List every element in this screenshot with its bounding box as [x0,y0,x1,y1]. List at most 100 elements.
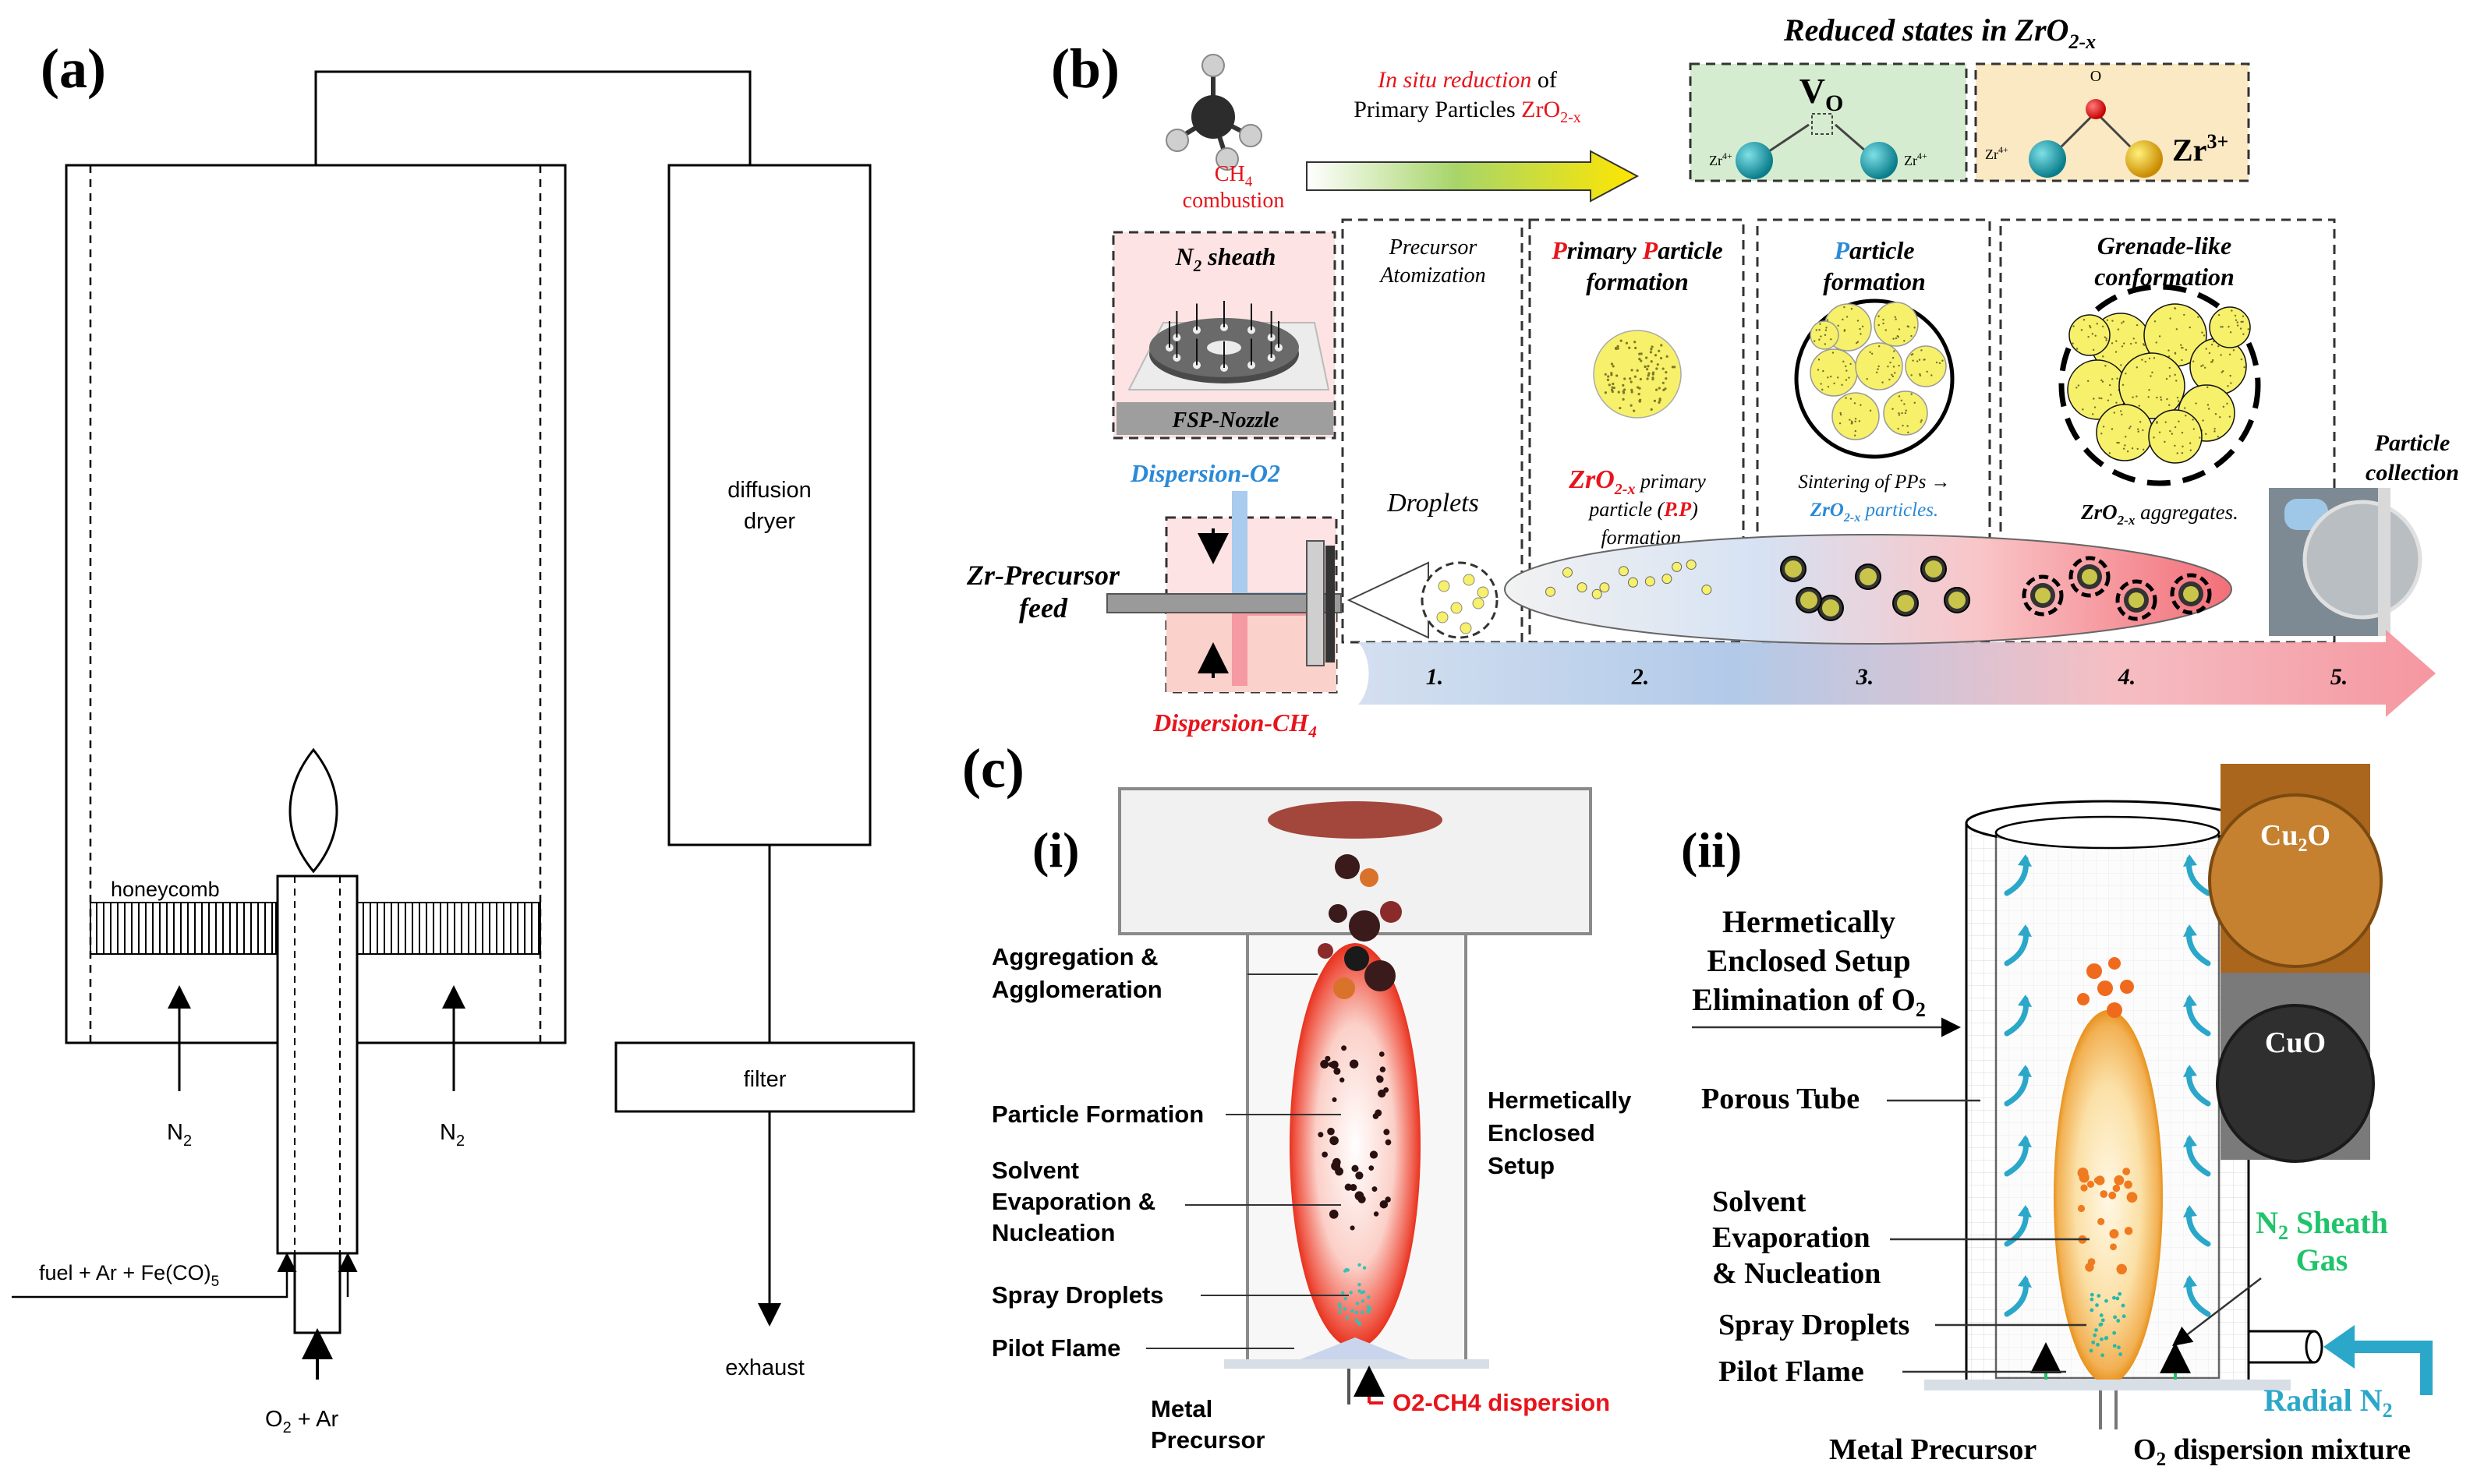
sub-particle-dot [2211,361,2213,363]
honeycomb-grid [90,902,541,955]
sub-particle-dot [1849,362,1852,366]
pp-dot [1658,349,1661,352]
zr-precursor-label: Zr-Precursor [966,560,1120,591]
sub-particle-dot [1888,378,1891,381]
flame-shape [288,747,338,874]
spray-droplet [1337,1302,1342,1306]
burner-outer-tube [276,874,359,1255]
pp-dot [1662,388,1665,391]
pp-dot [1638,352,1641,355]
nucleus-dot [1376,1076,1384,1083]
nucleus-dot-ii [2095,1175,2105,1185]
pp-dot [1623,377,1626,380]
pp-dot [1630,388,1633,391]
sub-particle-dot [2164,421,2167,423]
pp-dot [1656,363,1659,366]
sub-particle-dot [2183,407,2186,409]
zr4-label-1: Zr4+ [1709,150,1732,168]
sub-particle-dot [2100,433,2103,435]
panel-b: (b) CH4 combustion In situ reduction of … [966,12,2459,741]
sub-particle-dot [1904,412,1907,415]
pp-dot [1630,404,1633,407]
sub-particle-dot [2119,410,2122,412]
sub-particle-dot [1919,373,1921,376]
nucleus-dot [1331,1161,1341,1171]
pp-dot [1647,374,1650,377]
sub-particle-dot [2213,427,2216,430]
pp-dot [1660,344,1663,347]
diffusion-label: diffusion [727,478,812,503]
pp-dot [1640,352,1643,355]
fsp-nozzle-icon [1127,301,1330,390]
pp-line2: particle (P.P) [1587,498,1698,521]
sub-particle-dot [2077,384,2080,387]
honeycomb-label: honeycomb [111,878,220,901]
sub-particle-dot [2158,335,2161,337]
spray-droplet [1354,1318,1358,1323]
spray-droplet-ii [2100,1318,2105,1323]
sub-particle-dot [1860,333,1862,335]
nucleus-dot-ii [2108,1191,2117,1200]
sub-particle-dot [1854,418,1857,420]
dispersion-o2-label: Dispersion-O2 [1130,459,1280,487]
sub-particle-dot [2125,373,2127,375]
flame-particle-core [1800,592,1817,609]
sub-particle-dot [1920,419,1923,422]
spray-droplet [1345,1316,1350,1320]
nucleus-dot-ii [2085,1263,2094,1272]
stage-box-2 [1528,218,1745,644]
spray-droplet-ii [2100,1353,2105,1358]
sub-particle-dot [1870,352,1874,355]
sub-particle-dot [2189,442,2192,444]
spray-droplet-ii [2100,1337,2104,1341]
sub-particle-dot [2137,430,2139,433]
pp-dot [1611,386,1614,389]
sub-particle-dot [2089,324,2091,327]
droplet-dot [1436,611,1449,624]
sub-particle-dot [2234,314,2237,317]
filter-label: filter [744,1067,787,1092]
sub-particle-dot [2240,358,2243,361]
sub-particle-dot [1891,375,1895,378]
pp-dot [1665,355,1668,358]
nucleus-dot-ii [2086,1180,2095,1189]
zr4-label-3: Zr4+ [1985,144,2008,162]
sub-particle-dot [2126,450,2129,453]
sub-particle-dot [2111,378,2114,380]
n2-swirl-head-right [2183,854,2197,867]
flame-pp [1661,574,1672,585]
sub-particle-dot [1882,319,1884,321]
sub-particle-dot [1822,369,1824,373]
droplet-dot [1477,586,1489,599]
n2-swirl-head-left [2018,1065,2032,1077]
flame-particle-core [1860,568,1877,585]
sub-particle-dot [1827,385,1830,388]
sub-particle-dot [1913,327,1916,329]
dispersion-ch4-label: Dispersion-CH4 [1152,708,1317,741]
sub-particle-dot [2206,404,2210,406]
nucleus-dot [1355,1171,1364,1180]
n2-swirl-head-left [2018,924,2032,937]
nucleus-dot [1378,1089,1386,1098]
nucleus-dot [1350,1225,1355,1231]
nucleus-dot-ii [2079,1172,2090,1183]
sub-particle-dot [2090,326,2092,329]
label-radial-n2: Radial N2 [2263,1383,2392,1422]
sub-particle-dot [2232,349,2235,352]
panel-a: (a) diffusion dryer filter exhaust honey… [12,37,915,1436]
sub-particle-dot [2220,326,2222,328]
sub-particle-dot [2136,447,2139,450]
sub-particle-dot [1818,328,1821,331]
sub-particle-dot [1817,369,1820,371]
sub-particle-dot [1825,327,1828,329]
sub-particle-dot [2121,322,2123,324]
sub-particle-dot [2166,398,2168,401]
sub-particle-dot [2167,355,2171,358]
sub-particle-dot [1831,352,1835,354]
collection-disk [1268,801,1442,839]
sub-particle-dot [1901,412,1903,415]
flame-aggregate-dot [2082,569,2097,585]
aggregate-particle [1329,904,1347,923]
spray-droplet-ii [2121,1303,2125,1308]
sub-particle-dot [2235,319,2238,321]
